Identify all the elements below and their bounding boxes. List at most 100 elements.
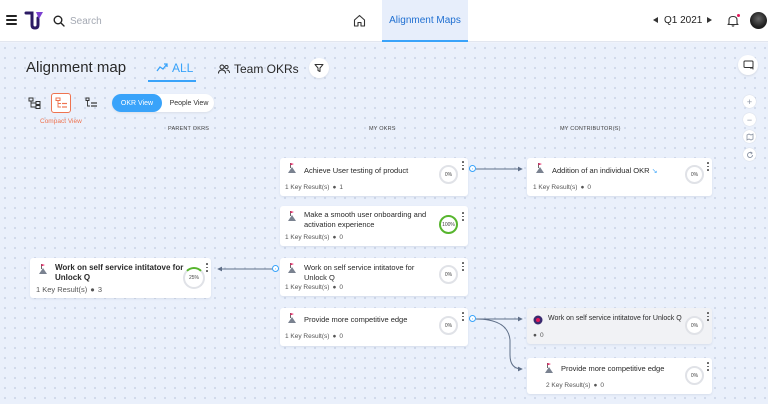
user-icon: ● (90, 285, 95, 294)
progress-ring: 0% (439, 265, 458, 284)
okr-title: Provide more competitive edge (304, 315, 408, 324)
objective-flag-icon (288, 263, 296, 273)
key-results-count: 1 Key Result(s) (285, 333, 330, 340)
objective-flag-icon (288, 211, 296, 221)
progress-ring: 0% (439, 316, 458, 335)
tab-team-okrs[interactable]: Team OKRs (218, 55, 299, 82)
filter-icon (314, 64, 324, 72)
search-input[interactable] (70, 12, 270, 30)
key-results-count: 1 Key Result(s) (36, 285, 88, 294)
user-icon: ● (332, 284, 337, 291)
trend-icon (156, 63, 168, 72)
okr-meta: 1 Key Result(s) ● 0 (285, 284, 343, 291)
user-icon: ● (533, 332, 537, 339)
more-options-icon[interactable] (462, 312, 465, 321)
compact-view-button[interactable] (51, 93, 71, 113)
progress-ring: 0% (685, 316, 704, 335)
page-title: Alignment map (26, 59, 127, 76)
tab-all-label: ALL (172, 60, 194, 75)
progress-ring: 0% (685, 366, 704, 385)
progress-ring: 25% (183, 267, 205, 289)
okr-title: Achieve User testing of product (304, 166, 409, 175)
zoom-in-icon: + (746, 96, 753, 107)
key-results-count: 1 Key Result(s) (285, 234, 330, 241)
reset-button[interactable] (743, 148, 756, 161)
more-options-icon[interactable] (707, 362, 710, 371)
bell-icon[interactable] (727, 14, 739, 27)
okr-title: Work on self service intitatove for Unlo… (548, 315, 682, 322)
objective-flag-icon (39, 264, 47, 274)
contributor-okr-card[interactable]: Provide more competitive edge 2 Key Resu… (527, 358, 712, 394)
contributor-okr-card[interactable]: Work on self service intitatove for Unlo… (527, 308, 712, 344)
objective-flag-icon (545, 363, 553, 373)
objective-flag-icon (288, 163, 296, 173)
cycle-label[interactable]: Q1 2021 (664, 15, 703, 26)
compact-view-label: Compact View (40, 118, 82, 125)
contributor-okr-card[interactable]: Addition of an individual OKR ↘ 1 Key Re… (527, 158, 712, 196)
zoom-out-button[interactable]: − (743, 113, 756, 126)
contributors-count: 0 (339, 284, 343, 291)
user-icon: ● (332, 333, 337, 340)
home-icon[interactable] (353, 14, 366, 27)
list-view-button[interactable] (81, 93, 101, 113)
contributors-count: 0 (587, 184, 591, 191)
my-okr-card[interactable]: Achieve User testing of product 1 Key Re… (280, 158, 468, 196)
key-results-count: 1 Key Result(s) (533, 184, 578, 191)
my-okr-card[interactable]: Provide more competitive edge 1 Key Resu… (280, 308, 468, 346)
progress-ring: 100% (439, 215, 458, 234)
okr-title-text: Addition of an individual OKR (552, 166, 650, 175)
okr-meta: 1 Key Result(s) ● 0 (533, 184, 591, 191)
key-results-count: 1 Key Result(s) (285, 284, 330, 291)
cycle-next-icon[interactable] (707, 17, 712, 23)
my-okr-card[interactable]: Work on self service intitatove for Unlo… (280, 258, 468, 296)
contributors-count: 3 (97, 285, 102, 294)
okr-meta: ● 0 (533, 332, 544, 339)
tab-team-label: Team OKRs (234, 61, 299, 76)
okr-title: Addition of an individual OKR ↘ (552, 166, 692, 177)
link-node[interactable]: › (469, 315, 476, 322)
fit-screen-button[interactable] (743, 130, 756, 143)
more-options-icon[interactable] (462, 262, 465, 271)
okr-meta: 1 Key Result(s) ● 3 (36, 285, 102, 294)
more-options-icon[interactable] (462, 212, 465, 221)
app-logo[interactable] (24, 10, 44, 32)
my-okr-card[interactable]: Make a smooth user onboarding and activa… (280, 206, 468, 246)
link-node[interactable]: ‹ (272, 265, 279, 272)
view-toggle[interactable]: OKR View People View (112, 94, 214, 112)
more-options-icon[interactable] (462, 161, 465, 170)
tab-alignment-maps[interactable]: Alignment Maps (382, 0, 468, 42)
zoom-in-button[interactable]: + (743, 95, 756, 108)
contributors-count: 0 (600, 382, 604, 389)
zoom-out-icon: − (746, 114, 753, 125)
column-header-parent: PARENT OKRs (168, 126, 210, 132)
okr-title: Work on self service intitatove for Unlo… (304, 263, 415, 282)
tree-view-button[interactable] (24, 93, 44, 113)
connector-mine-to-contributor-3 (475, 318, 523, 372)
tab-all[interactable]: ALL (148, 55, 196, 82)
avatar[interactable] (750, 12, 767, 29)
objective-flag-icon (288, 313, 296, 323)
user-icon: ● (593, 382, 598, 389)
tree-view-icon (28, 97, 40, 109)
contributors-count: 1 (339, 184, 343, 191)
menu-icon[interactable] (6, 15, 17, 25)
more-options-icon[interactable] (707, 312, 710, 321)
export-button[interactable] (738, 55, 758, 75)
okr-view-option[interactable]: OKR View (112, 94, 162, 112)
list-view-icon (85, 97, 97, 107)
okr-title: Provide more competitive edge (561, 364, 665, 373)
more-options-icon[interactable] (206, 263, 209, 272)
search-icon (53, 15, 65, 27)
more-options-icon[interactable] (707, 162, 710, 171)
contributors-count: 0 (339, 333, 343, 340)
parent-okr-card[interactable]: Work on self service intitatove for Unlo… (30, 258, 211, 298)
okr-meta: 1 Key Result(s) ● 0 (285, 234, 343, 241)
people-view-option[interactable]: People View (169, 99, 209, 107)
cycle-prev-icon[interactable] (653, 17, 658, 23)
filter-button[interactable] (309, 58, 329, 78)
link-node[interactable]: › (469, 165, 476, 172)
okr-meta: 1 Key Result(s) ● 0 (285, 333, 343, 340)
contributors-count: 0 (539, 332, 544, 339)
okr-meta: 1 Key Result(s) ● 1 (285, 184, 343, 191)
